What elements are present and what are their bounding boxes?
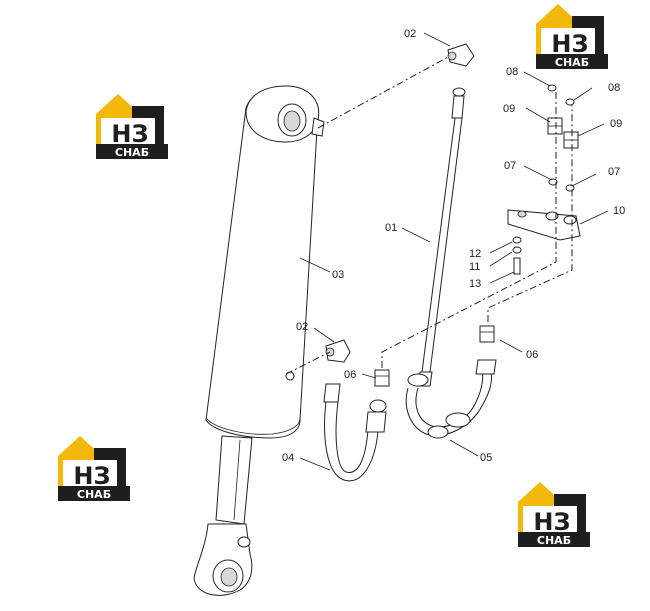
hose-05 <box>405 359 497 439</box>
leader-lines <box>299 32 609 471</box>
watermark-logo-bottom-right: НЗ СНАБ <box>518 482 590 547</box>
label-07-left: 07 <box>504 160 516 172</box>
adapter-06-left <box>374 369 390 387</box>
hose-04 <box>323 383 387 482</box>
washer-07-left <box>548 178 558 186</box>
adapter-06-right <box>479 325 495 343</box>
assembly-centerlines <box>285 55 573 375</box>
label-01: 01 <box>385 222 397 234</box>
label-05: 05 <box>480 452 492 464</box>
part-labels: 02 01 03 02 04 06 05 06 08 08 09 09 07 0… <box>282 28 625 464</box>
logo-caption: СНАБ <box>77 488 111 501</box>
logo-letters: НЗ <box>111 120 148 148</box>
logo-caption: СНАБ <box>115 146 149 159</box>
fitting-09-right <box>563 131 579 149</box>
washer-11 <box>512 246 522 254</box>
logo-letters: НЗ <box>73 462 110 490</box>
bracket-10 <box>507 209 581 241</box>
logo-caption: СНАБ <box>537 534 571 547</box>
label-03: 03 <box>332 269 344 281</box>
fitting-09-left <box>547 117 563 135</box>
label-09-right: 09 <box>610 118 622 130</box>
logo-letters: НЗ <box>533 508 570 536</box>
watermark-logo-top-right: НЗ СНАБ <box>536 4 608 69</box>
watermark-logo-bottom-left: НЗ СНАБ <box>58 436 130 501</box>
label-12: 12 <box>469 248 481 260</box>
seal-08-left <box>547 84 557 92</box>
label-02-lower: 02 <box>296 321 308 333</box>
label-11: 11 <box>469 261 480 273</box>
cylinder-03 <box>193 85 325 596</box>
label-02-top: 02 <box>404 28 416 40</box>
label-07-right: 07 <box>608 166 620 178</box>
bolt-13 <box>513 257 521 275</box>
washer-12 <box>512 236 522 244</box>
label-08-left: 08 <box>506 66 518 78</box>
elbow-fitting-02-top <box>447 43 475 67</box>
label-06-left: 06 <box>344 369 356 381</box>
label-08-right: 08 <box>608 82 620 94</box>
logo-caption: СНАБ <box>555 56 589 69</box>
label-04: 04 <box>282 452 294 464</box>
label-13: 13 <box>469 278 481 290</box>
elbow-fitting-02-lower <box>325 339 351 363</box>
label-06-right: 06 <box>526 349 538 361</box>
seal-08-right <box>565 98 575 106</box>
logo-letters: НЗ <box>551 30 588 58</box>
label-10: 10 <box>613 205 625 217</box>
watermark-logo-top-left: НЗ СНАБ <box>96 94 168 159</box>
hose-01 <box>417 87 466 387</box>
label-09-left: 09 <box>503 103 515 115</box>
